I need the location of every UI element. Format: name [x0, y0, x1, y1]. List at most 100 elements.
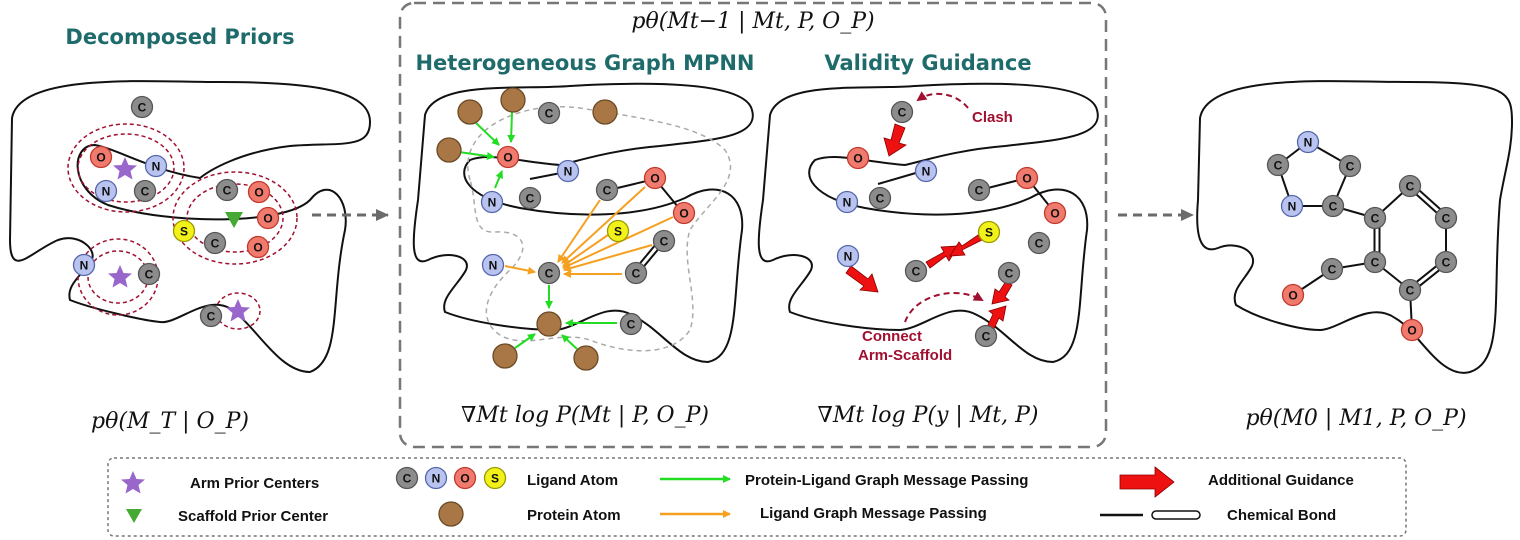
oxygen-atom-p4-61: O — [1281, 283, 1305, 307]
nitrogen-atom-p4-52: N — [1280, 194, 1304, 218]
nitrogen-atom-circle — [424, 466, 448, 490]
carbon-atom-p4-57: C — [1363, 250, 1387, 274]
atom-symbol: C — [876, 192, 885, 206]
carbon-atom-circle — [624, 261, 648, 285]
oxygen-atom-p2-28: O — [672, 201, 696, 225]
atom-symbol: O — [853, 152, 862, 166]
carbon-atom-p3-48: C — [974, 324, 998, 348]
carbon-atom-circle — [974, 324, 998, 348]
carbon-atom-p2-33: C — [537, 261, 561, 285]
oxygen-atom-p1-10: O — [246, 235, 270, 259]
oxygen-atom-circle — [89, 145, 113, 169]
atom-symbol: O — [253, 241, 262, 255]
legend-protein-atom-lg-67 — [438, 501, 464, 527]
oxygen-atom-circle — [1015, 166, 1039, 190]
legend-pl-message-label: Protein-Ligand Graph Message Passing — [745, 472, 1028, 489]
prior-region-scaffold — [172, 171, 298, 265]
carbon-atom-p3-35: C — [890, 100, 914, 124]
atom-symbol: N — [432, 472, 441, 486]
atom-symbol: O — [96, 151, 105, 165]
nitrogen-atom-circle — [72, 253, 96, 277]
carbon-atom-p1-0: C — [130, 95, 154, 119]
oxygen-atom-circle — [672, 201, 696, 225]
atom-symbol: N — [1304, 136, 1313, 150]
nitrogen-atom-circle — [481, 253, 505, 277]
carbon-atom-circle — [1338, 154, 1362, 178]
atom-symbol: S — [491, 472, 499, 486]
carbon-atom-circle — [203, 231, 227, 255]
carbon-atom-p4-54: C — [1398, 174, 1422, 198]
protein-atom-circle — [500, 87, 526, 113]
legend-box — [107, 457, 1407, 537]
carbon-atom-p1-9: C — [203, 231, 227, 255]
atom-symbol: C — [526, 192, 535, 206]
legend-double-bond-icon — [1151, 510, 1201, 520]
carbon-atom-p3-47: C — [997, 261, 1021, 285]
carbon-atom-circle — [595, 178, 619, 202]
carbon-atom-circle — [868, 186, 892, 210]
carbon-atom-p3-40: C — [967, 178, 991, 202]
arm-prior-star-1 — [113, 157, 137, 180]
carbon-atom-circle — [967, 178, 991, 202]
atom-symbol: C — [1005, 267, 1014, 281]
protein-atom-circle — [436, 137, 462, 163]
sulfur-atom-circle — [172, 219, 196, 243]
prior-region-arm-1 — [67, 123, 185, 213]
atom-symbol: C — [1035, 237, 1044, 251]
sulfur-atom-circle — [606, 219, 630, 243]
atom-symbol: S — [985, 226, 993, 240]
atom-symbol: C — [1442, 256, 1451, 270]
protein-atom-circle — [573, 345, 599, 371]
carbon-atom-p4-55: C — [1363, 206, 1387, 230]
carbon-atom-circle — [890, 100, 914, 124]
oxygen-atom-circle — [1400, 318, 1424, 342]
protein-atom-p2-19 — [492, 343, 518, 369]
oxygen-atom-circle — [246, 235, 270, 259]
bonds-final — [1277, 141, 1447, 331]
legend-guidance-label: Additional Guidance — [1208, 472, 1354, 489]
carbon-atom-p2-30: C — [652, 229, 676, 253]
carbon-atom-p4-53: C — [1321, 194, 1345, 218]
oxygen-atom-circle — [256, 206, 280, 230]
carbon-atom-circle — [199, 304, 223, 328]
atom-symbol: C — [898, 106, 907, 120]
nitrogen-atom-circle — [1296, 130, 1320, 154]
legend-protein-atom-label: Protein Atom — [527, 507, 621, 524]
carbon-atom-p4-50: C — [1266, 153, 1290, 177]
pocket-outline-3 — [757, 82, 1099, 364]
carbon-atom-circle — [215, 178, 239, 202]
atom-symbol: C — [207, 310, 216, 324]
atom-symbol: C — [1371, 212, 1380, 226]
carbon-atom-circle — [904, 259, 928, 283]
carbon-atom-p2-31: C — [624, 261, 648, 285]
sulfur-atom-circle — [977, 220, 1001, 244]
carbon-atom-circle — [1434, 206, 1458, 230]
oxygen-atom-p3-36: O — [846, 146, 870, 170]
carbon-atom-p2-34: C — [619, 312, 643, 336]
nitrogen-atom-circle — [836, 244, 860, 268]
mpnn-title: Heterogeneous Graph MPNN — [415, 51, 754, 75]
nitrogen-atom-circle — [480, 190, 504, 214]
sulfur-atom-p1-8: S — [172, 219, 196, 243]
protein-atom-circle — [457, 99, 483, 125]
nitrogen-atom-p3-45: N — [836, 244, 860, 268]
atom-symbol: N — [80, 259, 89, 273]
atom-symbol: C — [138, 101, 147, 115]
validity-guidance-title: Validity Guidance — [824, 51, 1031, 75]
legend-sulfur-atom-lg-66: S — [483, 466, 507, 490]
protein-atom-p2-18 — [536, 311, 562, 337]
clash-curve — [916, 91, 969, 109]
nitrogen-atom-circle — [914, 159, 938, 183]
legend-oxygen-atom-lg-65: O — [453, 466, 477, 490]
atom-symbol: N — [489, 259, 498, 273]
atom-symbol: S — [180, 225, 188, 239]
carbon-atom-circle — [1398, 174, 1422, 198]
nitrogen-atom-p1-11: N — [72, 253, 96, 277]
carbon-atom-p3-38: C — [868, 186, 892, 210]
carbon-atom-circle — [1363, 250, 1387, 274]
oxygen-atom-p4-62: O — [1400, 318, 1424, 342]
atom-symbol: C — [603, 184, 612, 198]
carbon-atom-p3-44: C — [1027, 231, 1051, 255]
atom-symbol: C — [1328, 263, 1337, 277]
